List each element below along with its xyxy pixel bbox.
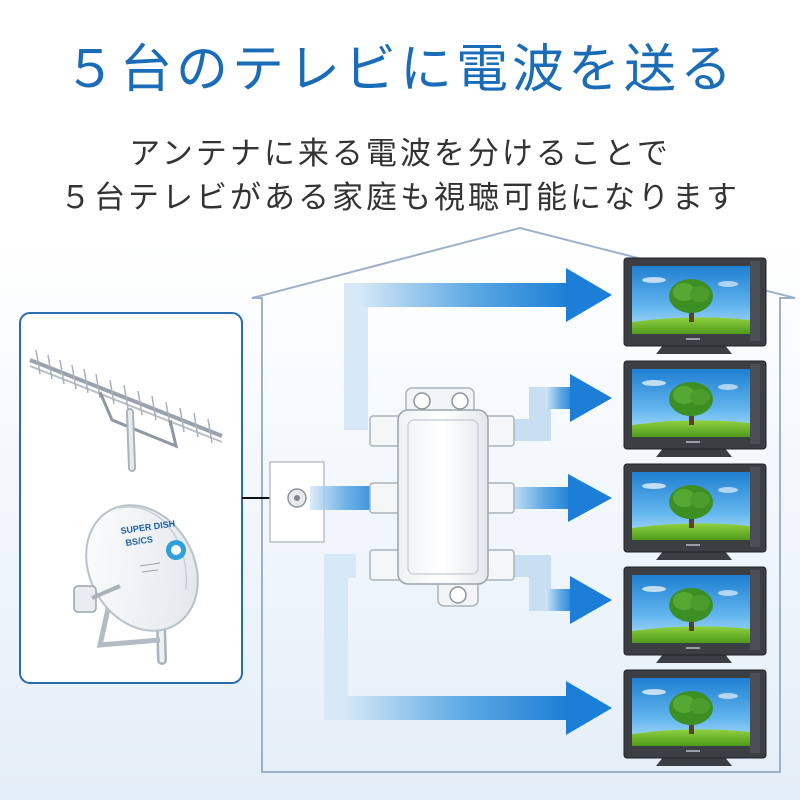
input-signal-arrow [310,486,374,510]
antenna-panel: SUPER DISH BS/CS [19,312,243,684]
television-icon [623,566,767,663]
television-icon [623,360,767,457]
dish-brand-line-2: BS/CS [125,534,154,548]
television-icon [623,669,767,766]
satellite-dish-icon: SUPER DISH BS/CS [73,504,199,665]
terrestrial-antenna-icon [29,349,223,472]
page-title: ５台のテレビに電波を送る [63,40,736,100]
five-way-splitter [369,387,515,607]
signal-arrows [324,268,612,735]
subtitle-line-1: アンテナに来る電波を分けることで [129,136,671,172]
television-stack [623,257,767,766]
television-icon [623,257,767,354]
television-icon [623,463,767,560]
subtitle-line-2: ５台テレビがある家庭も視聴可能になります [60,180,740,216]
